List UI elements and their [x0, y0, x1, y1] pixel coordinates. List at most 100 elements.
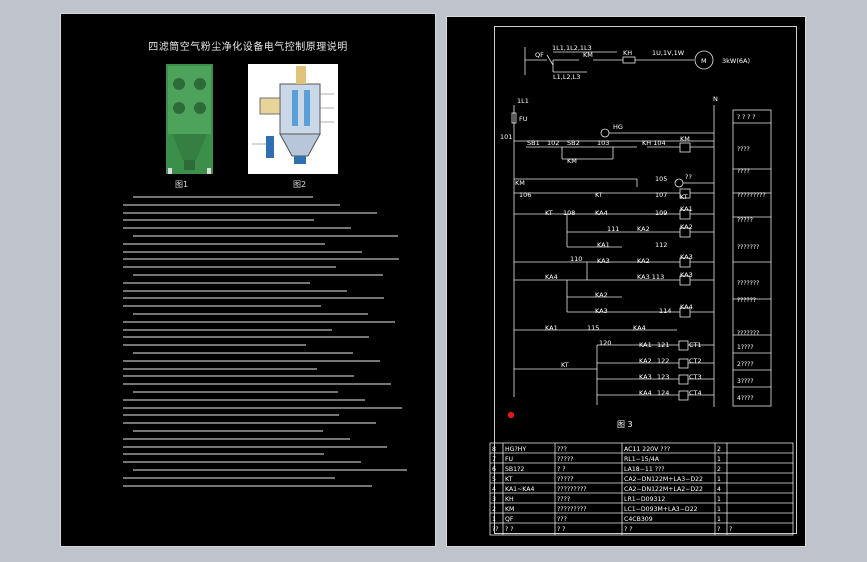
- table-cell: LC1−D093M+LA3−D22: [624, 506, 698, 513]
- label-kt-108: KT: [545, 209, 553, 217]
- table-cell: KA1~KA4: [505, 486, 534, 493]
- side-note: ?????????: [737, 192, 766, 199]
- label-km-aux: KM: [567, 157, 577, 165]
- text-line: [123, 211, 377, 214]
- label-ka2-d: KA2: [595, 291, 608, 299]
- label-1l1: 1L1: [517, 97, 529, 105]
- label-lamp-2: ??: [685, 173, 692, 181]
- text-line: [123, 266, 336, 269]
- label-ka1-b: KA1: [597, 241, 610, 249]
- side-note: ??????: [737, 297, 756, 304]
- table-cell: ????: [557, 496, 570, 503]
- table-cell: C4CB309: [624, 516, 653, 523]
- text-line: [133, 352, 353, 354]
- text-line: [123, 359, 380, 362]
- side-note: 1????: [737, 344, 754, 351]
- text-line: [123, 476, 335, 479]
- table-cell: 3: [492, 496, 496, 503]
- text-line: [133, 391, 338, 393]
- side-note: 2????: [737, 361, 754, 368]
- table-cell: ?????????: [557, 506, 587, 513]
- label-sb2: SB2: [567, 139, 580, 147]
- label-kt-bottom: KT: [561, 361, 569, 369]
- label-120: 120: [599, 339, 611, 347]
- label-ct4: CT4: [689, 389, 702, 397]
- label-105: 105: [655, 175, 667, 183]
- text-line: [123, 219, 314, 222]
- text-line: [123, 344, 306, 347]
- text-line: [123, 453, 324, 456]
- label-ka3-d: KA3: [595, 307, 608, 315]
- label-ka4-b: KA4: [545, 273, 558, 281]
- table-cell: ???: [557, 516, 567, 523]
- side-note: ????: [737, 146, 750, 153]
- label-ka3-113: KA3 113: [637, 273, 664, 281]
- table-cell: 1: [492, 516, 496, 523]
- label-ka3-c: KA3: [680, 271, 693, 279]
- table-cell: QF: [505, 516, 514, 523]
- text-line: [123, 367, 317, 370]
- table-cell: ? ?: [557, 466, 566, 473]
- text-line: [123, 336, 369, 339]
- label-108: 108: [563, 209, 575, 217]
- side-note: ? ? ? ?: [737, 114, 755, 121]
- figure2-caption: 图2: [293, 180, 307, 189]
- text-line: [133, 196, 313, 198]
- table-cell: RL1−15/4A: [624, 456, 660, 463]
- label-102: 102: [547, 139, 559, 147]
- label-107: 107: [655, 191, 667, 199]
- label-ka3-a: KA3: [597, 257, 610, 265]
- label-122: 122: [657, 357, 669, 365]
- table-cell: 1: [717, 456, 721, 463]
- table-cell: ?????: [557, 476, 573, 483]
- text-line: [123, 281, 310, 284]
- text-line: [123, 422, 376, 425]
- text-line: [123, 250, 362, 253]
- table-cell: ?: [717, 526, 720, 533]
- table-cell: ?????: [557, 456, 573, 463]
- label-l-bottom: L1,L2,L3: [553, 73, 580, 81]
- label-ka4-coil: KA4: [680, 303, 693, 311]
- table-cell: 6: [492, 466, 496, 473]
- dust-collector-photo: [166, 64, 213, 174]
- label-kh-104: KH 104: [642, 139, 666, 147]
- label-ka4-e: KA4: [633, 324, 646, 332]
- table-cell: ?????????: [557, 486, 587, 493]
- table-cell: AC11 220V ???: [624, 446, 670, 453]
- table-cell: 1: [717, 506, 721, 513]
- text-line: [123, 445, 387, 448]
- table-cell: 2: [717, 466, 721, 473]
- table-cell: 7: [492, 456, 496, 463]
- label-km-coil: KM: [680, 135, 690, 143]
- label-111: 111: [607, 225, 619, 233]
- table-cell: ???: [557, 446, 567, 453]
- table-cell: 8: [492, 446, 496, 453]
- label-l-top: 1L1,1L2,1L3: [552, 44, 592, 52]
- table-cell: HG?HY: [505, 446, 526, 453]
- label-kt-coil: KT: [680, 193, 688, 201]
- label-121: 121: [657, 341, 669, 349]
- label-ka3-123: KA3: [639, 373, 652, 381]
- side-note: ???????: [737, 244, 759, 251]
- side-notes-column: ? ? ? ??????????????????????????????????…: [737, 114, 766, 402]
- text-line: [133, 313, 368, 315]
- text-line: [123, 320, 395, 323]
- text-line: [123, 383, 391, 386]
- label-ka2-a: KA2: [637, 225, 650, 233]
- text-line: [123, 242, 325, 245]
- label-kh-main: KH: [623, 49, 632, 57]
- filter-structure-diagram: [248, 64, 338, 174]
- drawing-frame: [494, 26, 797, 534]
- text-line: [133, 274, 383, 276]
- label-ct2: CT2: [689, 357, 702, 365]
- figure3-caption: 图 3: [617, 420, 633, 429]
- table-cell: 1: [717, 476, 721, 483]
- table-cell: KT: [505, 476, 513, 483]
- label-112: 112: [655, 241, 667, 249]
- text-line: [123, 484, 372, 487]
- table-cell: ??: [492, 526, 499, 533]
- red-marker-dot: [507, 411, 515, 419]
- text-line: [123, 297, 384, 300]
- table-cell: 4: [717, 486, 721, 493]
- label-km-2: KM: [515, 179, 525, 187]
